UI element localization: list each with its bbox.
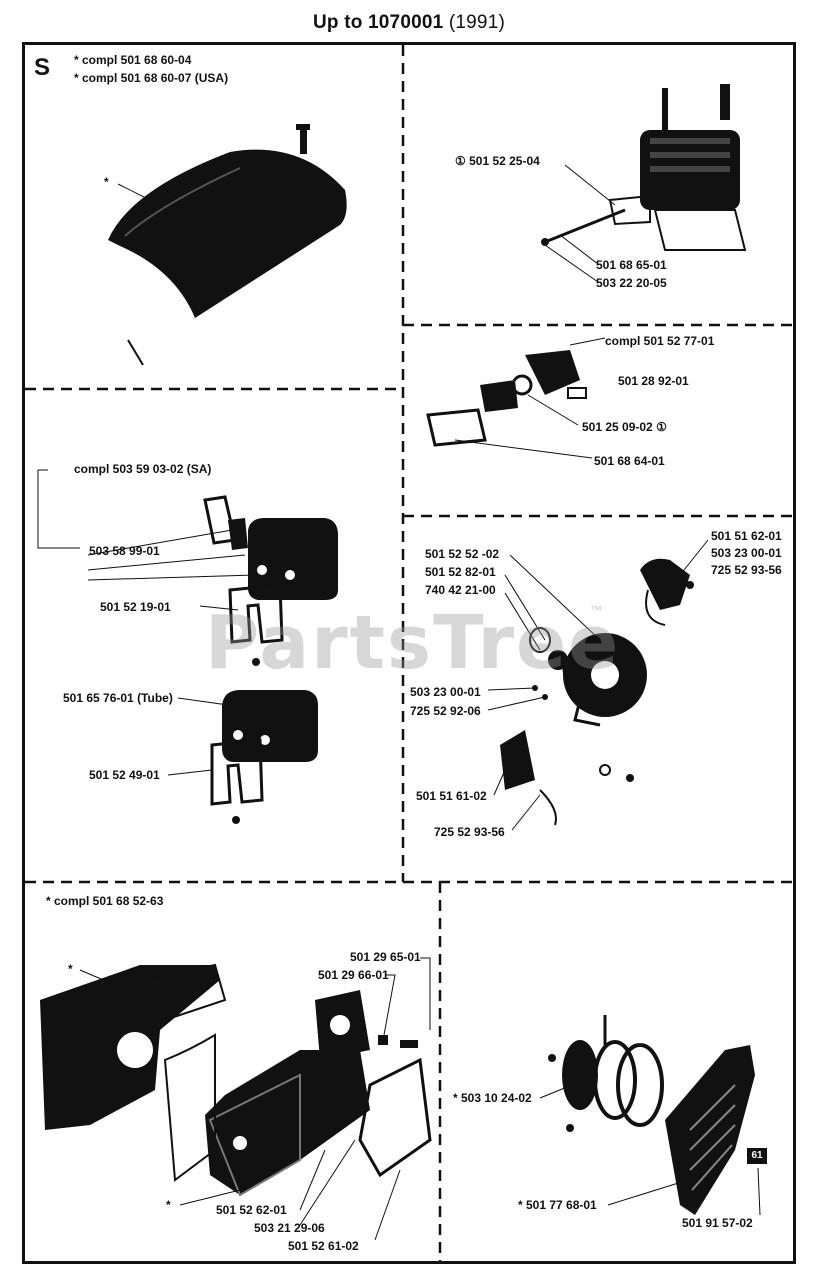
decal-badge: 61 xyxy=(747,1148,767,1164)
section-letter: S xyxy=(34,54,51,81)
part-label-module-washer: 725 52 92-06 xyxy=(410,704,481,718)
part-label-starter-housing: * 501 77 68-01 xyxy=(518,1198,597,1212)
part-label-carburetor-flange: 501 68 64-01 xyxy=(594,454,665,468)
part-label-muffler-bracket: 501 52 19-01 xyxy=(100,600,171,614)
part-label-ignition-wire: 725 52 93-56 xyxy=(711,563,782,577)
cylinder-part xyxy=(541,84,747,283)
part-label-cylinder-gasket: ① 501 52 25-04 xyxy=(455,154,540,168)
starter-part xyxy=(539,1015,761,1216)
part-label-flywheel: 501 52 52 -02 xyxy=(425,547,500,561)
carburetor-part xyxy=(426,337,606,459)
part-label-cover-star: * xyxy=(104,175,109,189)
part-label-cover-compl: * compl 501 68 60-04 xyxy=(74,53,192,67)
part-label-ignition-module: 501 51 61-02 xyxy=(416,789,487,803)
part-label-crankcase-gasket: 501 52 61-02 xyxy=(288,1239,359,1253)
part-label-crankcase-bolt: 501 29 65-01 xyxy=(350,950,421,964)
part-label-cylinder-stud: 501 68 65-01 xyxy=(596,258,667,272)
part-label-carburetor-filter: 501 28 92-01 xyxy=(618,374,689,388)
part-label-cover-compl-usa: * compl 501 68 60-07 (USA) xyxy=(74,71,229,85)
part-label-ignition-cable: 725 52 93-56 xyxy=(434,825,505,839)
part-label-muffler-bracket-2: 501 52 49-01 xyxy=(89,768,160,782)
part-label-flywheel-washer: 740 42 21-00 xyxy=(425,583,496,597)
part-label-crankcase-star-2: * xyxy=(166,1198,171,1212)
watermark-trademark: ™ xyxy=(590,603,602,617)
part-label-muffler-gasket: 503 58 99-01 xyxy=(89,544,160,558)
crankcase-part xyxy=(40,957,432,1241)
part-label-carburetor-gasket: 501 25 09-02 ① xyxy=(582,420,667,434)
page-title: Up to 1070001 (1991) xyxy=(0,12,818,34)
part-label-crankcase-sleeve: 501 29 66-01 xyxy=(318,968,389,982)
muffler-part xyxy=(37,469,338,824)
top-cover-part xyxy=(108,124,347,366)
part-label-ignition-switch: 501 51 62-01 xyxy=(711,529,782,543)
watermark-text: PartsTree xyxy=(205,600,621,686)
part-label-starter-decal: 501 91 57-02 xyxy=(682,1216,753,1230)
part-label-crankcase-star-1: * xyxy=(68,962,73,976)
part-label-crankcase-compl: * compl 501 68 52-63 xyxy=(46,894,164,908)
title-model-range: Up to 1070001 xyxy=(313,12,444,33)
flywheel-ignition-part xyxy=(487,539,709,831)
part-label-flywheel-nut: 501 52 82-01 xyxy=(425,565,496,579)
part-label-crankcase-half: 501 52 62-01 xyxy=(216,1203,287,1217)
diagram-frame xyxy=(22,42,796,1264)
part-label-muffler-compl-sa: compl 503 59 03-02 (SA) xyxy=(74,462,212,476)
part-label-crankcase-pin: 503 21 29-06 xyxy=(254,1221,325,1235)
part-label-cylinder-nut: 503 22 20-05 xyxy=(596,276,667,290)
part-label-muffler-tube: 501 65 76-01 (Tube) xyxy=(63,691,173,705)
part-label-module-screw: 503 23 00-01 xyxy=(410,685,481,699)
part-label-carburetor-compl: compl 501 52 77-01 xyxy=(605,334,715,348)
part-label-ignition-screw: 503 23 00-01 xyxy=(711,546,782,560)
part-label-starter-pulley: * 503 10 24-02 xyxy=(453,1091,532,1105)
section-dividers xyxy=(25,45,794,1262)
title-year: (1991) xyxy=(448,12,505,33)
